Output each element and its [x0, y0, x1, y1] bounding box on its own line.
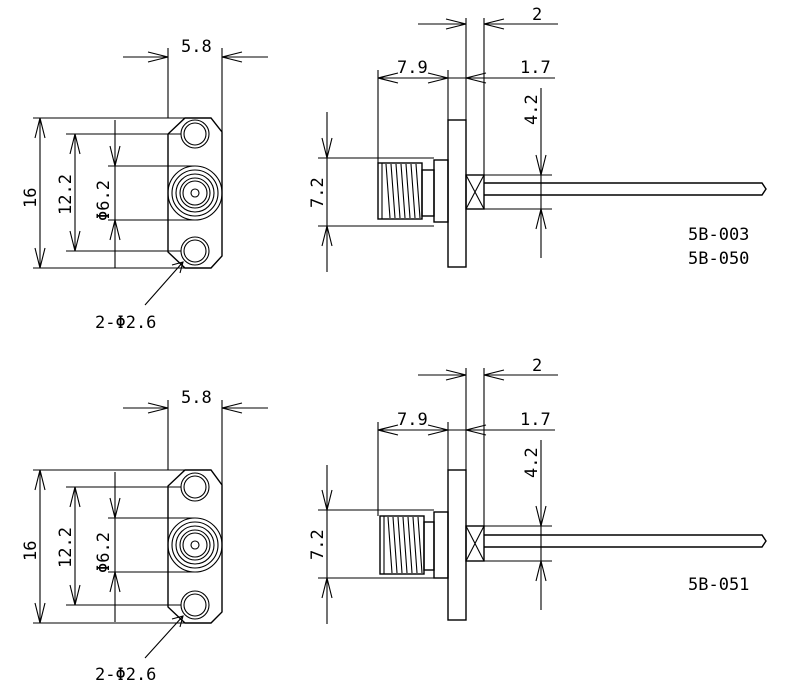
side-view-top: 2 7.9 1.7 4.2 7.2 — [308, 5, 767, 272]
flange-outline — [167, 117, 223, 269]
body-neck — [423, 521, 435, 571]
dim-body-height-7-2: 7.2 — [308, 177, 328, 208]
flange-outline — [167, 469, 223, 624]
part-number: 5B-003 — [688, 225, 749, 245]
thread-lines — [387, 516, 423, 574]
lead-wire — [484, 534, 767, 548]
front-view-top: 5.8 16 12.2 Φ6.2 2-Φ2.6 — [21, 37, 268, 333]
dim-pin-offset-1-7: 1.7 — [520, 410, 551, 430]
flange-plate — [447, 119, 467, 268]
dim-body-height-7-2: 7.2 — [308, 529, 328, 560]
insulator-block — [465, 174, 485, 210]
dim-pin-offset-1-7: 1.7 — [520, 58, 551, 78]
flange-plate — [447, 469, 467, 621]
note-holes: 2-Φ2.6 — [95, 665, 156, 685]
dim-height-16: 16 — [21, 541, 41, 561]
dim-lead-height-4-2: 4.2 — [522, 94, 542, 125]
drawing-top: 5.8 16 12.2 Φ6.2 2-Φ2.6 — [21, 5, 767, 333]
front-view-bottom: 5.8 16 12.2 Φ6.2 2-Φ2.6 — [21, 388, 268, 685]
mount-hole-upper — [180, 472, 210, 502]
thread-lines — [385, 163, 421, 219]
dim-width-5-8: 5.8 — [181, 37, 212, 57]
body-neck — [421, 169, 435, 217]
mount-hole-lower — [180, 590, 210, 620]
part-number: 5B-051 — [688, 575, 749, 595]
dim-hole-spacing-12-2: 12.2 — [56, 174, 76, 215]
dim-height-16: 16 — [21, 188, 41, 208]
drawing-bottom: 5.8 16 12.2 Φ6.2 2-Φ2.6 — [21, 356, 767, 685]
part-number: 5B-050 — [688, 249, 749, 269]
lead-wire — [484, 182, 767, 196]
dim-width-5-8: 5.8 — [181, 388, 212, 408]
dim-flange-2: 2 — [532, 356, 542, 376]
dim-thread-length-7-9: 7.9 — [397, 410, 428, 430]
dim-diameter-6-2: Φ6.2 — [94, 532, 114, 573]
dim-thread-length-7-9: 7.9 — [397, 58, 428, 78]
mount-hole-upper — [180, 119, 210, 149]
dim-hole-spacing-12-2: 12.2 — [56, 527, 76, 568]
dim-flange-2: 2 — [532, 5, 542, 25]
insulator-block — [465, 525, 485, 562]
mount-hole-lower — [180, 236, 210, 266]
note-holes: 2-Φ2.6 — [95, 313, 156, 333]
dim-lead-height-4-2: 4.2 — [522, 447, 542, 478]
connector-center-pin — [190, 540, 200, 550]
side-view-bottom: 2 7.9 1.7 4.2 7.2 — [308, 356, 767, 624]
connector-center-pin — [190, 188, 200, 198]
dim-diameter-6-2: Φ6.2 — [94, 180, 114, 221]
